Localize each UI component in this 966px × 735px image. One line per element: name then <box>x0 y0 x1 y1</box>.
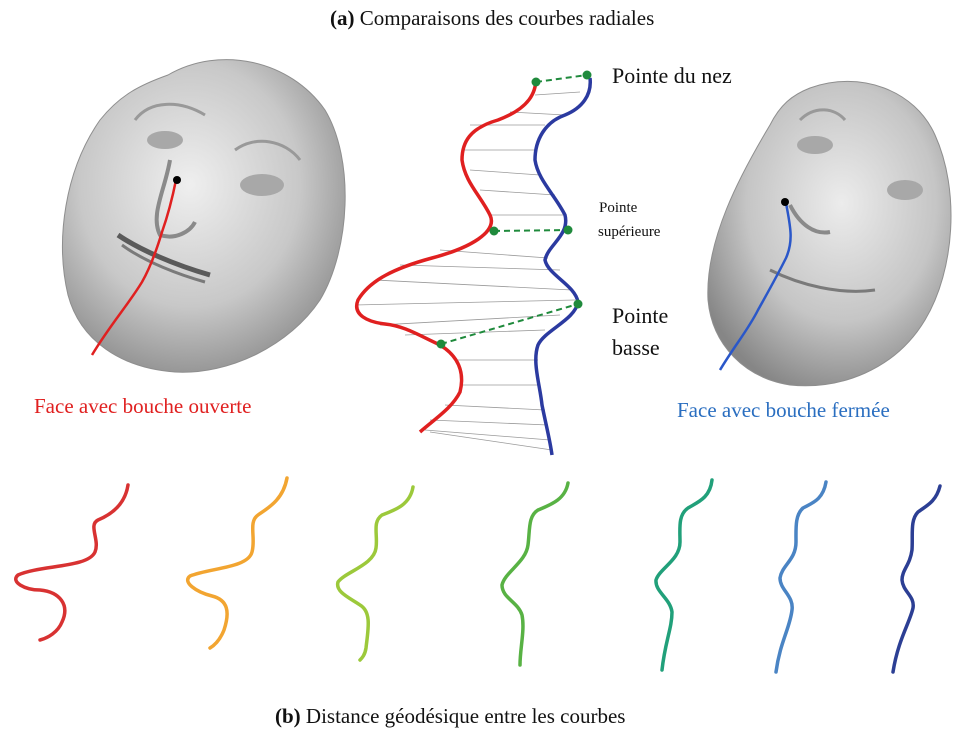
label-lower-tip-line2: basse <box>612 332 668 364</box>
label-lower-tip: Pointe basse <box>612 300 668 364</box>
geodesic-curve-3 <box>338 487 413 660</box>
nose-point-red <box>532 78 541 87</box>
label-face-open: Face avec bouche ouverte <box>34 394 251 419</box>
label-nose-tip: Pointe du nez <box>612 63 732 89</box>
face-mouth-closed <box>708 81 951 385</box>
face-mouth-open <box>63 60 346 373</box>
label-upper-tip-line1: Pointe <box>598 196 660 220</box>
nose-point-blue <box>583 71 592 80</box>
geodesic-curve-1 <box>16 485 128 640</box>
label-face-closed: Face avec bouche fermée <box>677 398 890 423</box>
nose-tip-marker-open <box>173 176 181 184</box>
geodesic-curve-4 <box>502 483 568 665</box>
panel-b-title-text: Distance géodésique entre les courbes <box>306 704 626 728</box>
upper-point-blue <box>564 226 573 235</box>
panel-b-title: (b) Distance géodésique entre les courbe… <box>275 704 625 729</box>
blue-radial-curve <box>535 78 590 455</box>
correspondence-lines <box>355 92 580 450</box>
label-upper-tip-line2: supérieure <box>598 220 660 244</box>
geodesic-curve-2 <box>188 478 287 648</box>
geodesic-curve-6 <box>776 482 826 672</box>
radial-curve-comparison <box>355 71 592 456</box>
label-upper-tip: Pointe supérieure <box>598 196 660 244</box>
geodesic-curve-5 <box>656 480 712 670</box>
geodesic-path <box>16 478 940 672</box>
label-lower-tip-line1: Pointe <box>612 300 668 332</box>
panel-b-letter: (b) <box>275 704 301 728</box>
lower-point-blue <box>574 300 583 309</box>
upper-point-red <box>490 227 499 236</box>
lower-point-red <box>437 340 446 349</box>
nose-tip-marker-closed <box>781 198 789 206</box>
geodesic-curve-7 <box>893 486 940 672</box>
